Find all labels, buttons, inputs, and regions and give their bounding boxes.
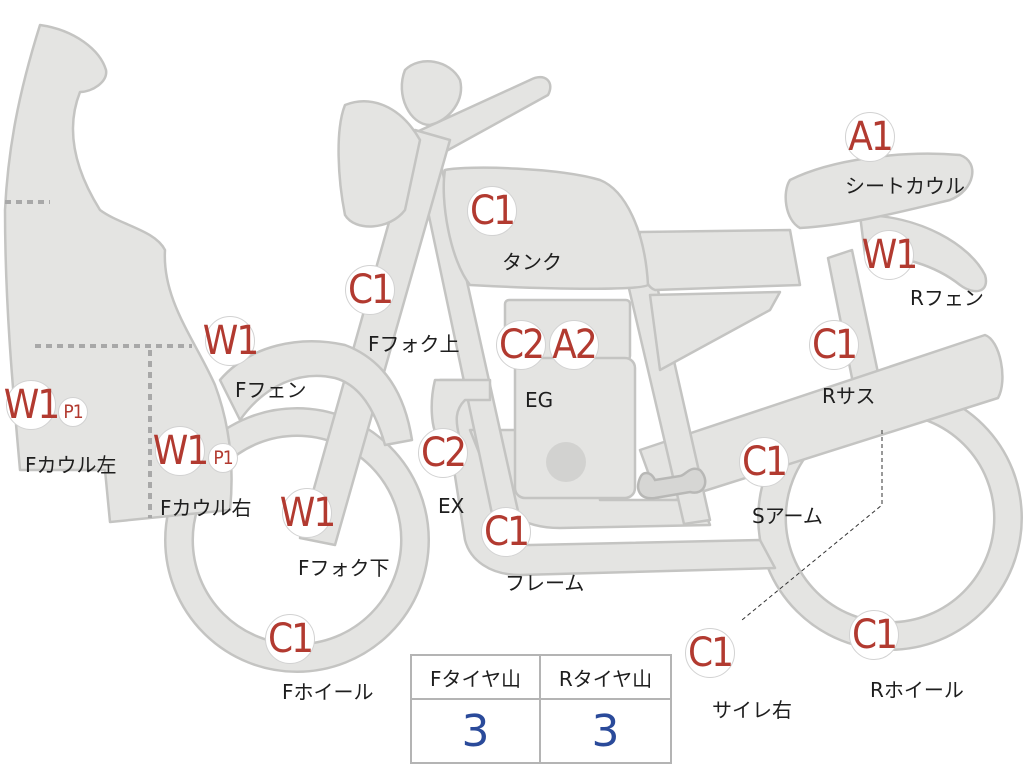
marker-fcowl-left-p[interactable]: P1	[58, 397, 88, 427]
label-silencer-r: サイレ右	[712, 698, 792, 722]
marker-ffork-upper[interactable]: C1	[345, 265, 395, 315]
label-rfender: Rフェン	[910, 286, 984, 310]
label-fcowl-right: Fカウル右	[160, 496, 252, 520]
label-swingarm: Sアーム	[752, 504, 823, 528]
label-tank: タンク	[502, 250, 562, 274]
marker-eg-a[interactable]: A2	[549, 320, 599, 370]
marker-silencer-r[interactable]: C1	[685, 628, 735, 678]
front-fork-shape	[298, 128, 452, 547]
marker-frame[interactable]: C1	[481, 507, 531, 557]
cowl-dotted-lines	[5, 200, 192, 518]
label-seat-cowl: シートカウル	[845, 174, 965, 198]
marker-fcowl-right-p[interactable]: P1	[208, 443, 238, 473]
label-ex: EX	[438, 494, 465, 518]
label-rsus: Rサス	[822, 384, 876, 408]
label-ffork-upper: Fフォク上	[368, 332, 460, 356]
swingarm-shape	[638, 333, 1004, 507]
marker-eg-c[interactable]: C2	[496, 320, 546, 370]
marker-rwheel[interactable]: C1	[849, 610, 899, 660]
tire-tread-table: Fタイヤ山 Rタイヤ山 3 3	[410, 654, 672, 764]
meter-shape	[337, 100, 422, 228]
mirror-shape	[400, 60, 463, 127]
label-ffork-lower: Fフォク下	[298, 556, 390, 580]
marker-ffork-lower[interactable]: W1	[279, 488, 336, 538]
marker-tank[interactable]: C1	[467, 186, 517, 236]
marker-rfender[interactable]: W1	[861, 230, 918, 280]
marker-rsus[interactable]: C1	[809, 320, 859, 370]
footpeg-shape	[636, 467, 707, 500]
front-tire-value[interactable]: 3	[412, 700, 541, 762]
label-fcowl-left: Fカウル左	[25, 453, 117, 477]
marker-ex[interactable]: C2	[418, 428, 468, 478]
seat-shape	[638, 228, 802, 292]
label-fwheel: Fホイール	[282, 680, 374, 704]
silencer-leader-line	[741, 430, 883, 621]
front-cowl-shape	[3, 23, 233, 524]
rear-tire-value[interactable]: 3	[591, 705, 620, 757]
rear-frame-shape	[648, 290, 782, 372]
engine-cover-shape	[546, 442, 586, 482]
marker-fcowl-left-w[interactable]: W1	[3, 380, 60, 430]
marker-fcowl-right-w[interactable]: W1	[152, 426, 209, 476]
front-tire-header: Fタイヤ山	[412, 656, 541, 700]
rear-tire-header: Rタイヤ山	[541, 656, 670, 700]
label-ffender: Fフェン	[235, 378, 307, 402]
marker-fwheel[interactable]: C1	[265, 614, 315, 664]
marker-ffender[interactable]: W1	[202, 316, 259, 366]
label-frame: フレーム	[505, 571, 585, 595]
marker-swingarm[interactable]: C1	[739, 437, 789, 487]
label-eg: EG	[525, 388, 554, 412]
marker-seat-cowl[interactable]: A1	[845, 112, 895, 162]
label-rwheel: Rホイール	[870, 678, 964, 702]
front-fender-shape	[218, 340, 414, 447]
